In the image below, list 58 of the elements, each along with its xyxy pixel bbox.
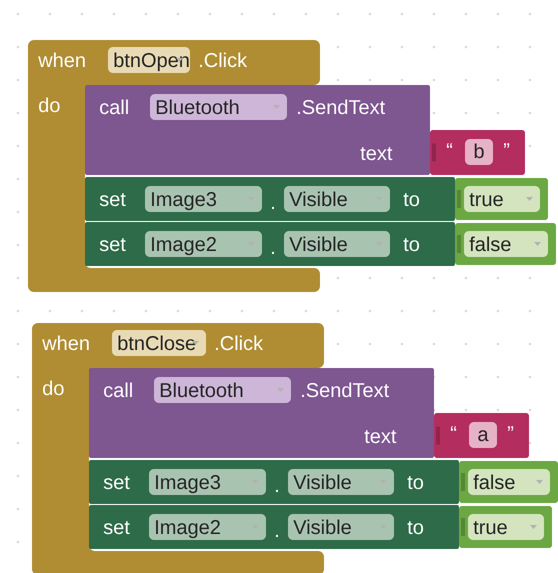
block-label: call <box>100 100 128 114</box>
call-block <box>85 85 430 175</box>
block-label: set <box>104 521 130 534</box>
block-label: ” <box>504 143 510 148</box>
setter-block <box>89 460 459 504</box>
block-label: . <box>272 206 274 209</box>
call-block <box>89 368 434 458</box>
block-label: .Click <box>200 52 248 68</box>
block-label: to <box>408 476 424 490</box>
block-label: set <box>100 193 126 206</box>
block-label: .SendText <box>298 100 385 114</box>
dropdown-field: Visible <box>284 186 390 212</box>
text-block <box>434 413 529 458</box>
dropdown-field: true <box>468 514 544 540</box>
block-label: set <box>100 238 126 252</box>
dropdown-field: false <box>464 231 548 257</box>
block-label: to <box>404 193 420 206</box>
block-label: .Click <box>216 336 264 350</box>
dropdown-field: Image2 <box>149 514 266 540</box>
block-label: “ <box>450 426 456 431</box>
dropdown-field: Image2 <box>145 231 262 257</box>
block-label: do <box>39 98 60 112</box>
block-label: .SendText <box>302 382 389 398</box>
setter-block <box>85 222 455 266</box>
dropdown-field: Bluetooth <box>154 377 291 403</box>
setter-block <box>89 505 459 549</box>
text-field: b <box>465 139 493 165</box>
block-label: set <box>104 476 130 490</box>
dropdown-field: btnClose <box>112 330 206 356</box>
block-label: do <box>43 380 64 396</box>
block-label: to <box>408 521 424 534</box>
dropdown-field: Bluetooth <box>150 94 287 120</box>
dropdown-field: Image3 <box>149 469 266 495</box>
block-label: when <box>38 52 85 68</box>
dropdown-field: btnOpen <box>108 47 190 73</box>
boolean-block <box>459 461 558 503</box>
block-label: “ <box>446 143 452 148</box>
block-label: text <box>360 147 392 160</box>
block-label: ” <box>508 426 514 431</box>
dropdown-field: Visible <box>288 514 394 540</box>
boolean-block <box>459 506 552 548</box>
setter-block <box>85 177 455 221</box>
text-block <box>430 130 525 175</box>
block-label: text <box>364 430 396 444</box>
text-field: a <box>469 422 497 448</box>
dropdown-field: Image3 <box>145 186 262 212</box>
dropdown-field: false <box>468 469 550 495</box>
boolean-block <box>455 223 556 265</box>
block-label: . <box>276 534 278 537</box>
boolean-block <box>455 178 548 220</box>
dropdown-field: true <box>464 186 540 212</box>
block-label: . <box>272 252 274 254</box>
dropdown-field: Visible <box>288 469 394 495</box>
dropdown-field: Visible <box>284 231 390 257</box>
block-label: . <box>276 490 278 492</box>
block-label: when <box>42 336 89 350</box>
block-label: call <box>104 382 132 398</box>
block-label: to <box>404 238 420 252</box>
